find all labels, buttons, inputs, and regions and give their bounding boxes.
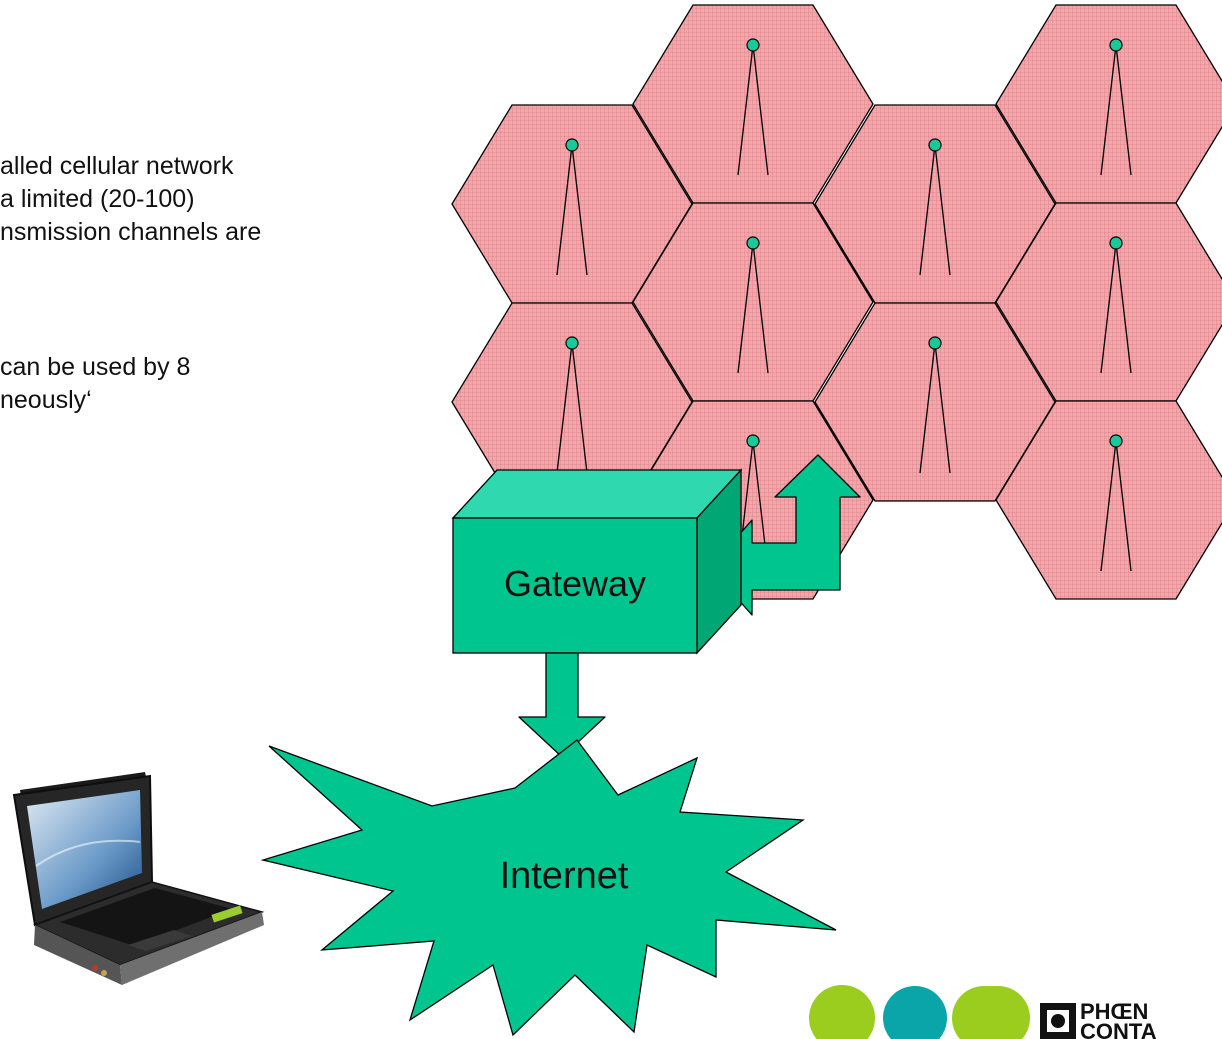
logo-word-bottom: CONTA: [1080, 1019, 1157, 1039]
laptop-icon: [12, 772, 265, 985]
internet-label: Internet: [500, 855, 629, 897]
text-line-3: nsmission channels are: [0, 218, 261, 246]
antenna-icon: [737, 38, 769, 176]
text-line-2: a limited (20-100): [0, 185, 195, 213]
cell-6: [814, 104, 1056, 304]
logo-word-top: PHŒN: [1080, 999, 1148, 1024]
cell-10: [995, 400, 1222, 600]
antenna-icon: [1100, 434, 1132, 572]
phoenix-contact-logo: PHŒN CONTA: [809, 985, 1157, 1039]
antenna-icon: [556, 336, 588, 474]
cell-grid: [451, 4, 1222, 600]
antenna-icon: [556, 138, 588, 276]
text-line-4: can be used by 8: [0, 353, 190, 381]
cell-7: [814, 302, 1056, 502]
cell-8: [995, 4, 1222, 204]
antenna-icon: [919, 336, 951, 474]
cell-2: [451, 302, 693, 502]
antenna-icon: [1100, 236, 1132, 374]
cell-9: [995, 202, 1222, 402]
cell-to-gateway-arrow: [709, 454, 861, 616]
internet-burst: Internet: [260, 739, 837, 1037]
gateway-label: Gateway: [504, 563, 646, 604]
antenna-icon: [737, 236, 769, 374]
cell-hexagon: [814, 302, 1056, 502]
antenna-icon: [919, 138, 951, 276]
text-line-1: alled cellular network: [0, 152, 234, 180]
gateway-box: Gateway: [451, 468, 743, 655]
text-line-5: neously‘: [0, 386, 92, 414]
antenna-icon: [1100, 38, 1132, 176]
gateway-to-internet-arrow: [518, 652, 606, 758]
